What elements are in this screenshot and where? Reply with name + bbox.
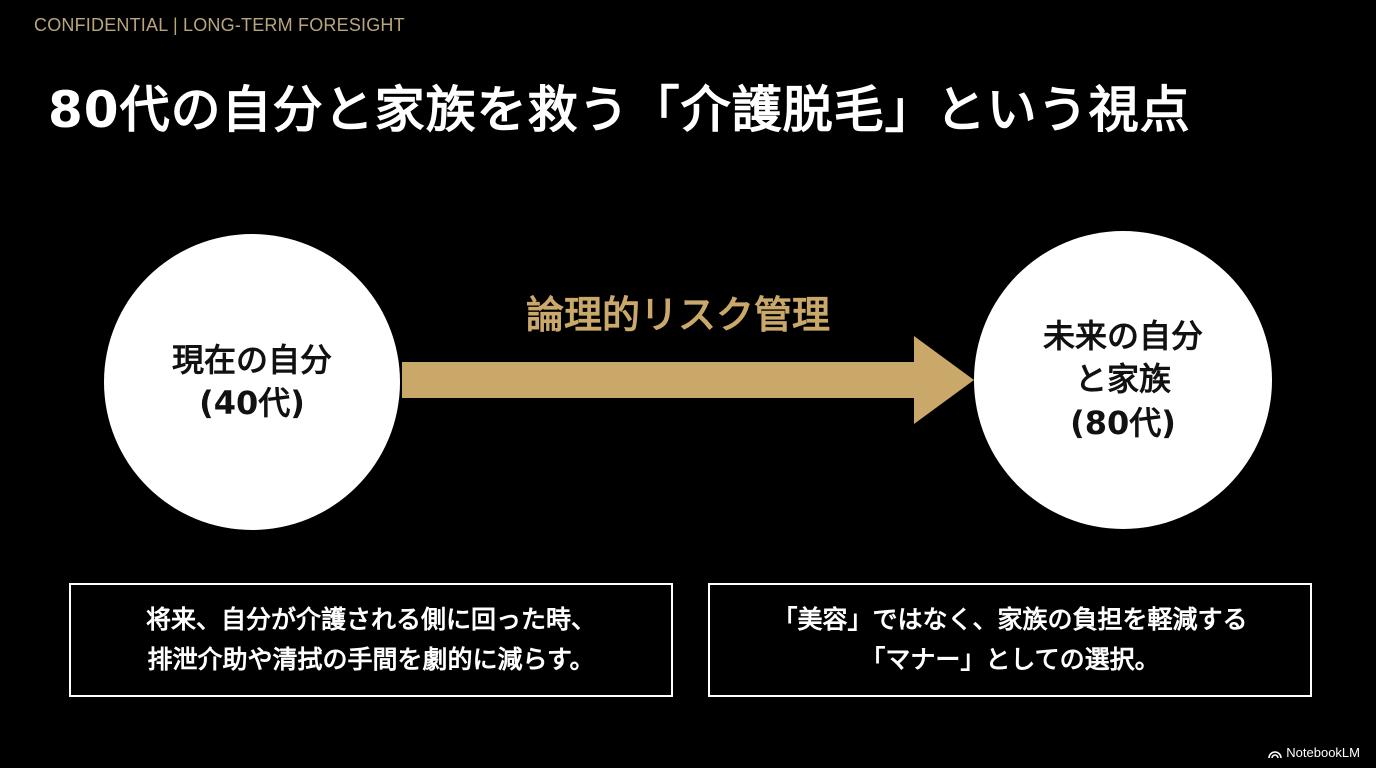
page-title: 80代の自分と家族を救う「介護脱毛」という視点 xyxy=(48,81,1191,139)
note-box-right: 「美容」ではなく、家族の負担を軽減する 「マナー」としての選択。 xyxy=(708,583,1312,697)
future-self-line-2: と家族 xyxy=(1074,360,1171,399)
note-box-left: 将来、自分が介護される側に回った時、 排泄介助や清拭の手間を劇的に減らす。 xyxy=(69,583,673,697)
current-self-line-1: 現在の自分 xyxy=(171,340,332,379)
future-self-line-3: (80代) xyxy=(1070,403,1176,442)
future-self-line-1: 未来の自分 xyxy=(1042,317,1203,356)
notebooklm-brand: NotebookLM xyxy=(1268,745,1360,760)
current-self-line-2: (40代) xyxy=(199,384,305,422)
note-left-line-2: 排泄介助や清拭の手間を劇的に減らす。 xyxy=(147,645,595,674)
arrow-shape xyxy=(402,336,974,424)
arrow-label: 論理的リスク管理 xyxy=(526,293,831,337)
note-right-line-1: 「美容」ではなく、家族の負担を軽減する xyxy=(772,605,1248,634)
confidential-label: CONFIDENTIAL | LONG-TERM FORESIGHT xyxy=(34,15,405,35)
current-self-node: 現在の自分 (40代) xyxy=(104,234,400,530)
future-self-node: 未来の自分 と家族 (80代) xyxy=(974,231,1272,529)
brand-name: NotebookLM xyxy=(1286,745,1360,760)
notebooklm-logo-icon xyxy=(1268,750,1283,758)
right-arrow xyxy=(402,336,974,424)
note-left-line-1: 将来、自分が介護される側に回った時、 xyxy=(145,605,596,634)
note-right-line-2: 「マナー」としての選択。 xyxy=(860,645,1160,674)
